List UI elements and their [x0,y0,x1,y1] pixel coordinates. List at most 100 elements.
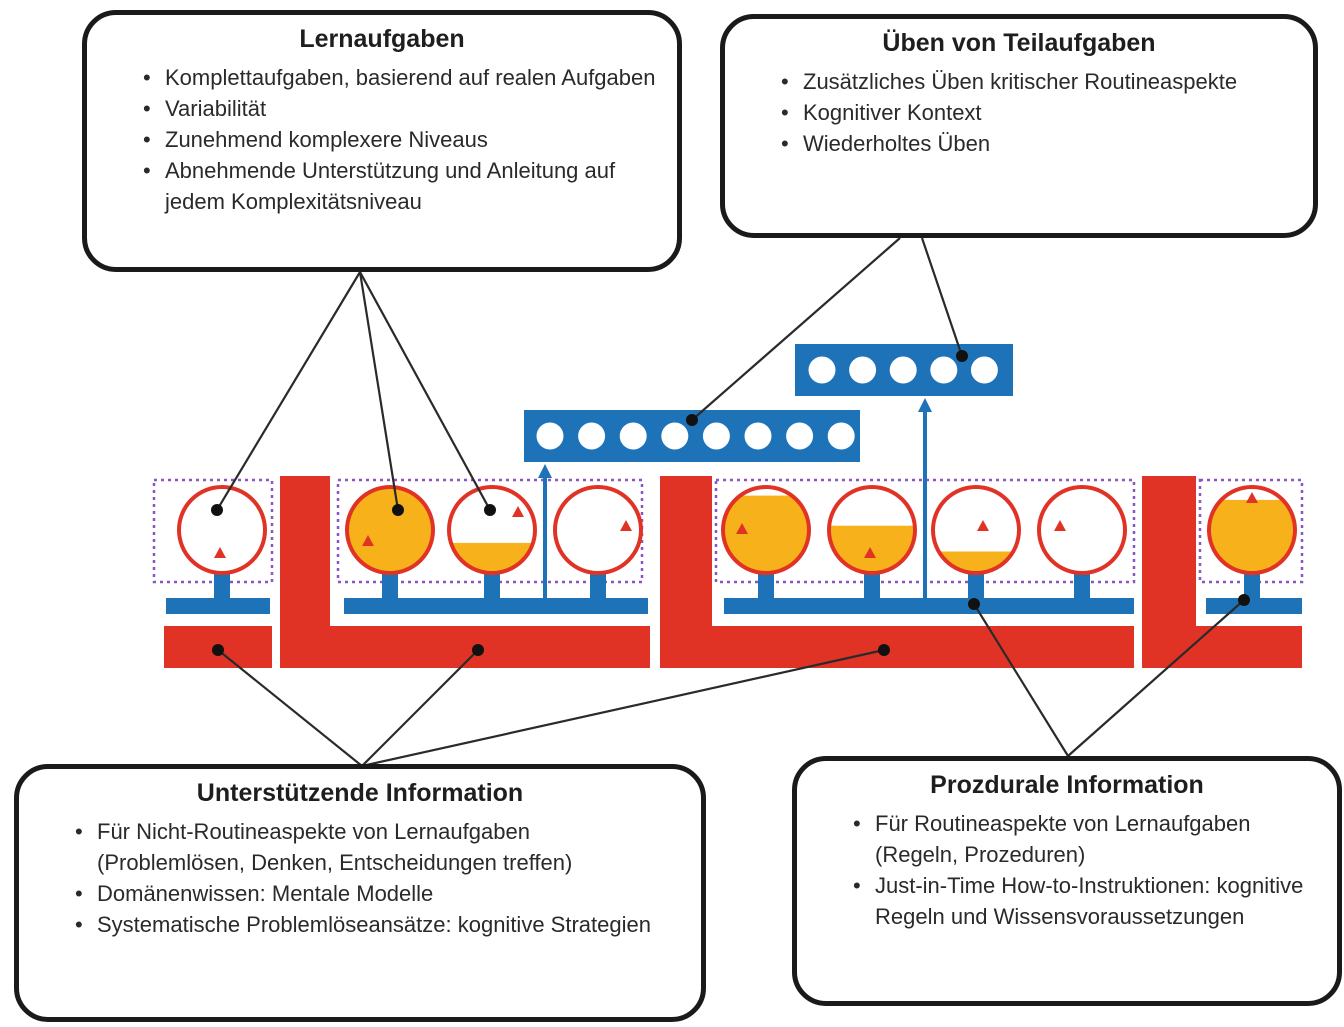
learning-task-circle [177,485,267,575]
learning-task-circle [447,485,537,575]
supportive-info-bar [280,476,650,668]
procedural-info-rail [166,598,270,614]
practice-item-circle [619,422,647,450]
support-level-fill [829,525,915,573]
task-marker-triangle [1246,492,1258,503]
learning-tasks-list: Komplettaufgaben, basierend auf realen A… [105,62,659,217]
task-stem [864,571,880,598]
practice-item-circle [889,356,917,384]
list-item: Zusätzliches Üben kritischer Routineaspe… [781,66,1295,97]
practice-item-circle [930,356,958,384]
list-item: Für Nicht-Routineaspekte von Lernaufgabe… [75,816,683,878]
learning-task-circle-bg [179,487,265,573]
learning-task-circle [1207,485,1297,575]
learning-task-circle [931,485,1021,575]
task-stem [214,571,230,598]
connector-line [361,649,479,767]
learning-task-circle-bg [1039,487,1125,573]
practice-item-circle [970,356,998,384]
task-stem [590,571,606,598]
task-marker-triangle [977,520,989,531]
practice-item-circle [744,422,772,450]
practice-item-circle [536,422,564,450]
supportive-information-title: Unterstützende Information [196,779,524,807]
task-stem [382,571,398,598]
practice-item-circle [808,356,836,384]
practice-item-circle [578,422,606,450]
task-stem [1074,571,1090,598]
task-stem [758,571,774,598]
list-item: Variabilität [143,93,659,124]
practice-item-circle [702,422,730,450]
procedural-information-box: Prozdurale Information Für Routineaspekt… [792,756,1342,1006]
procedural-info-rail [344,598,648,614]
complexity-level-frame [152,478,274,584]
list-item: Domänenwissen: Mentale Modelle [75,878,683,909]
task-stem [968,571,984,598]
learning-task-circle [827,485,917,575]
connector-dot [686,414,698,426]
connector-line [361,648,885,768]
connector-dot [472,644,484,656]
procedural-info-rail [1206,598,1302,614]
task-marker-triangle [736,523,748,534]
task-marker-triangle [214,547,226,558]
supportive-info-bar [660,476,1134,668]
list-item: Für Routineaspekte von Lernaufgaben (Reg… [853,808,1319,870]
connector-line [216,271,361,511]
connector-line [973,603,1069,757]
practice-item-circle [661,422,689,450]
connector-line [217,649,363,767]
part-task-practice-list: Zusätzliches Üben kritischer Routineaspe… [743,66,1295,159]
list-item: Just-in-Time How-to-Instruktionen: kogni… [853,870,1319,932]
practice-item-circle [849,356,877,384]
task-stem [484,571,500,598]
connector-dot [392,504,404,516]
practice-arrow-head [918,398,932,412]
connector-dot [968,598,980,610]
connector-dot [211,504,223,516]
practice-item-circle [827,422,855,450]
part-task-practice-box: Üben von Teilaufgaben Zusätzliches Üben … [720,14,1318,238]
connector-dot [1238,594,1250,606]
task-marker-triangle [512,506,524,517]
list-item: Systematische Problemlöseansätze: kognit… [75,909,683,940]
list-item: Wiederholtes Üben [781,128,1295,159]
list-item: Zunehmend komplexere Niveaus [143,124,659,155]
procedural-information-title: Prozdurale Information [930,771,1204,799]
task-marker-triangle [362,535,374,546]
supportive-information-box: Unterstützende Information Für Nicht-Rou… [14,764,706,1022]
support-level-fill [347,487,433,573]
task-marker-triangle [1054,520,1066,531]
learning-task-circle-bg [555,487,641,573]
connector-line [359,271,491,511]
learning-task-circle [721,485,811,575]
part-task-practice-title: Üben von Teilaufgaben [882,29,1156,57]
connector-dot [956,350,968,362]
learning-tasks-box: Lernaufgaben Komplettaufgaben, basierend… [82,10,682,272]
task-marker-triangle [620,520,632,531]
list-item: Komplettaufgaben, basierend auf realen A… [143,62,659,93]
learning-task-circle [345,485,435,575]
list-item: Kognitiver Kontext [781,97,1295,128]
task-marker-triangle [864,547,876,558]
list-item: Abnehmende Unterstützung und Anleitung a… [143,155,659,217]
connector-line [358,271,400,511]
learning-task-circle [1037,485,1127,575]
practice-arrow-head [538,464,552,478]
connector-dot [212,644,224,656]
connector-dot [878,644,890,656]
connector-line [691,237,901,421]
procedural-information-list: Für Routineaspekte von Lernaufgaben (Reg… [815,808,1319,932]
procedural-info-rail [724,598,1134,614]
supportive-information-list: Für Nicht-Routineaspekte von Lernaufgabe… [37,816,683,940]
practice-item-circle [786,422,814,450]
connector-line [920,237,964,357]
connector-dot [484,504,496,516]
task-stem [1244,571,1260,598]
connector-line [1067,599,1245,757]
learning-tasks-title: Lernaufgaben [299,25,465,53]
learning-task-circle [553,485,643,575]
